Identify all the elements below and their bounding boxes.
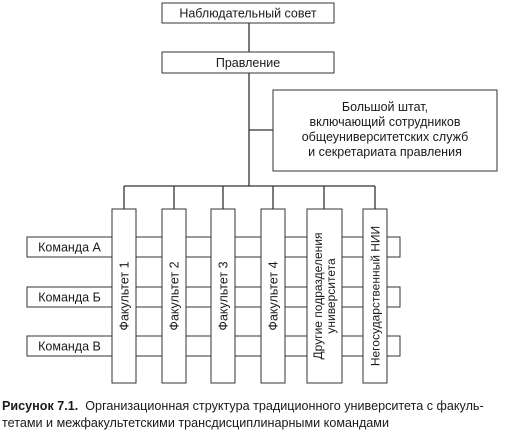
org-structure-diagram: Наблюдательный совет Правление Большой ш… <box>26 2 498 384</box>
team-label-c: Команда В <box>38 340 101 354</box>
central-staff-box: Большой штат, включающий сотрудников общ… <box>272 89 498 172</box>
team-label-b: Команда Б <box>38 291 101 305</box>
staff-line-3: общеуниверситетских служб <box>302 130 469 144</box>
board-box: Правление <box>161 51 335 74</box>
faculty-label-4: Факультет 4 <box>267 261 281 330</box>
faculty-column-1: Факультет 1 <box>111 208 137 384</box>
faculty-column-2: Факультет 2 <box>161 208 187 384</box>
research-institute-column: Негосударственный НИИ <box>362 208 388 384</box>
faculty-column-4: Факультет 4 <box>260 208 286 384</box>
connectors <box>123 23 376 209</box>
supervisory-board-box: Наблюдательный совет <box>161 2 335 24</box>
team-labels: Команда А Команда Б Команда В <box>26 236 113 357</box>
figure-caption: Рисунок 7.1. Организационная структура т… <box>2 398 506 432</box>
faculty-label-1: Факультет 1 <box>118 261 132 330</box>
faculty-label-3: Факультет 3 <box>217 261 231 330</box>
supervisory-board-label: Наблюдательный совет <box>179 7 317 21</box>
caption-line-2: тетами и межфакультетскими трансдисципли… <box>2 416 389 430</box>
faculty-column-3: Факультет 3 <box>210 208 236 384</box>
caption-text-1: Организационная структура традиционного … <box>85 399 484 413</box>
research-institute-label: Негосударственный НИИ <box>369 226 383 366</box>
board-label: Правление <box>216 56 280 70</box>
caption-line-1: Рисунок 7.1. Организационная структура т… <box>2 398 506 415</box>
staff-line-2: включающий сотрудников <box>309 115 460 129</box>
staff-line-4: и секретариата правления <box>308 145 462 159</box>
faculty-columns: Факультет 1 Факультет 2 Факультет 3 Факу… <box>111 208 388 384</box>
faculty-label-2: Факультет 2 <box>168 261 182 330</box>
other-units-label-line-2: университета <box>324 258 338 334</box>
team-label-a: Команда А <box>38 241 101 255</box>
other-units-column: Другие подразделения университета <box>306 208 343 384</box>
caption-label: Рисунок 7.1. <box>2 399 79 413</box>
staff-line-1: Большой штат, <box>342 100 428 114</box>
other-units-label-line-1: Другие подразделения <box>311 233 325 360</box>
